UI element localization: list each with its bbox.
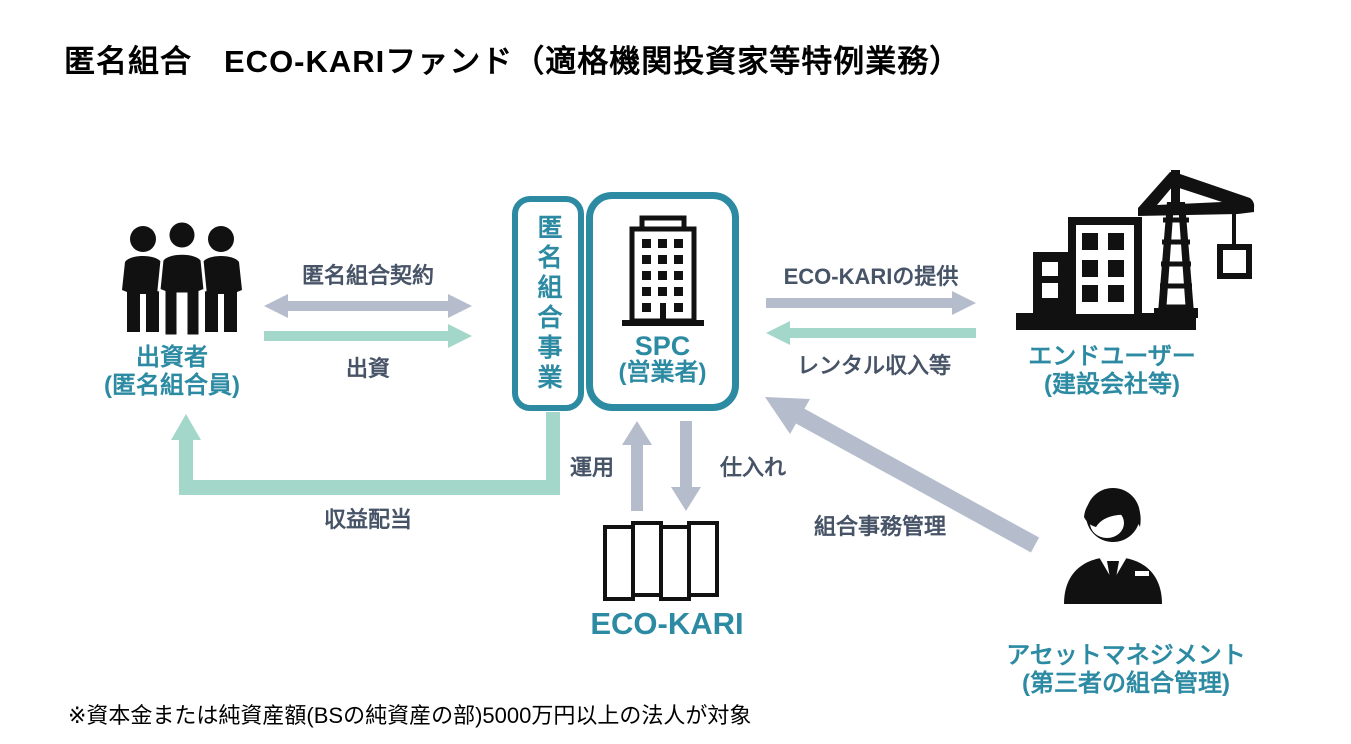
panels-icon — [603, 521, 719, 601]
provide-edge-label: ECO-KARIの提供 — [783, 264, 959, 289]
people-group-icon — [122, 220, 242, 338]
operation-arrow — [622, 421, 652, 511]
investment-arrow — [264, 324, 472, 348]
contract-double-arrow — [264, 294, 472, 318]
spc-box: SPC (営業者) — [586, 192, 739, 411]
investment-edge-label: 出資 — [345, 356, 391, 381]
asset-manager-label: アセットマネジメント (第三者の組合管理) — [1006, 642, 1246, 699]
construction-site-icon — [1016, 170, 1255, 330]
asset-manager-label-line2: (第三者の組合管理) — [1022, 670, 1230, 698]
spc-label-line1: SPC — [634, 331, 691, 361]
business-person-icon — [1064, 488, 1162, 604]
purchase-edge-label: 仕入れ — [719, 455, 787, 480]
investors-label-line2: (匿名組合員) — [104, 372, 240, 400]
dividend-return-arrow — [171, 412, 560, 495]
footnote: ※資本金または純資産額(BSの純資産の部)5000万円以上の法人が対象 — [68, 703, 752, 728]
dividend-edge-label: 収益配当 — [323, 507, 413, 532]
asset-manager-label-line1: アセットマネジメント — [1006, 642, 1246, 669]
tk-business-label: 匿名組合事業 — [534, 213, 562, 394]
admin-edge-label: 組合事務管理 — [813, 514, 947, 539]
spc-label-line2: (営業者) — [618, 359, 707, 386]
tk-business-box: 匿名組合事業 — [512, 196, 584, 411]
end-user-label-line2: (建設会社等) — [1044, 371, 1180, 399]
investors-label: 出資者 (匿名組合員) — [104, 344, 240, 401]
provide-arrow — [766, 291, 976, 315]
contract-edge-label: 匿名組合契約 — [301, 263, 435, 288]
rental-edge-label: レンタル収入等 — [796, 353, 952, 378]
purchase-arrow — [671, 421, 701, 511]
product-label: ECO-KARI — [590, 606, 744, 641]
end-user-label: エンドユーザー (建設会社等) — [1028, 343, 1196, 400]
page-title: 匿名組合 ECO-KARIファンド（適格機関投資家等特例業務） — [64, 44, 962, 79]
end-user-label-line1: エンドユーザー — [1028, 343, 1196, 370]
operation-edge-label: 運用 — [569, 455, 615, 480]
office-building-icon — [621, 215, 704, 326]
rental-arrow — [766, 321, 976, 345]
investors-label-line1: 出資者 — [135, 344, 208, 371]
admin-arrow — [765, 397, 1040, 553]
